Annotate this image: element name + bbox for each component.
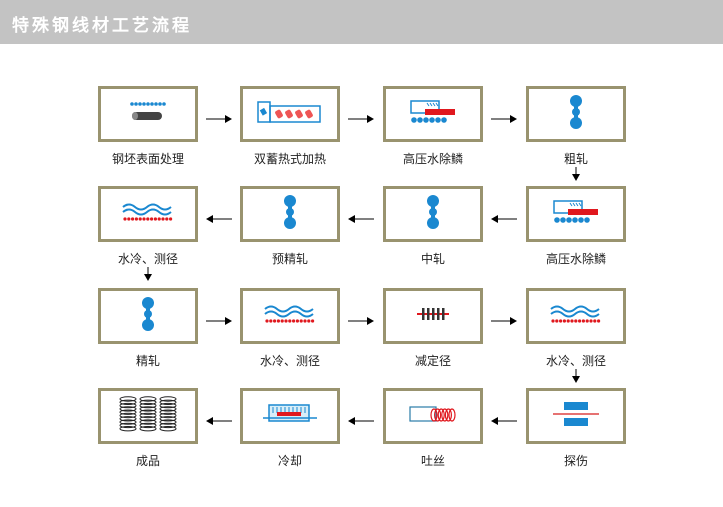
step-box (98, 86, 198, 142)
step-label: 水冷、测径 (545, 354, 606, 368)
water-cooling-icon (263, 303, 317, 329)
sizing-mill-icon (416, 306, 450, 326)
descaling-icon (409, 99, 457, 129)
process-step: 精轧 (98, 288, 198, 369)
step-box (98, 288, 198, 344)
step-label: 高压水除鳞 (402, 152, 463, 166)
step-label: 水冷、测径 (259, 354, 320, 368)
arrow-left-icon (348, 209, 374, 223)
process-step: 吐丝 (383, 388, 483, 469)
page-title: 特殊钢线材工艺流程 (12, 16, 192, 36)
arrow-right-icon (206, 109, 232, 123)
rolling-stand-icon (569, 94, 583, 134)
process-step: 粗轧 (526, 86, 626, 167)
step-box (526, 186, 626, 242)
arrow-left-icon (348, 411, 374, 425)
process-step: 水冷、测径 (98, 186, 198, 267)
descaling-icon (552, 199, 600, 229)
rolling-stand-icon (283, 194, 297, 234)
step-label: 减定径 (414, 354, 451, 368)
step-box (526, 288, 626, 344)
laying-head-icon (408, 404, 458, 428)
process-step: 钢坯表面处理 (98, 86, 198, 167)
step-box (240, 288, 340, 344)
rolling-stand-icon (426, 194, 440, 234)
step-box (383, 288, 483, 344)
arrow-left-icon (491, 411, 517, 425)
arrow-down-icon (571, 166, 581, 181)
step-box (526, 388, 626, 444)
water-cooling-icon (121, 201, 175, 227)
step-box (98, 388, 198, 444)
process-step: 冷却 (240, 388, 340, 469)
process-step: 双蓄热式加热 (240, 86, 340, 167)
step-label: 水冷、测径 (117, 252, 178, 266)
process-step: 成品 (98, 388, 198, 469)
step-label: 精轧 (135, 354, 160, 368)
step-box (383, 388, 483, 444)
arrow-right-icon (491, 109, 517, 123)
process-step: 探伤 (526, 388, 626, 469)
arrow-left-icon (491, 209, 517, 223)
flaw-detection-icon (551, 399, 601, 433)
step-label: 钢坯表面处理 (111, 152, 184, 166)
step-label: 粗轧 (563, 152, 588, 166)
step-box (383, 186, 483, 242)
arrow-left-icon (206, 411, 232, 425)
arrow-right-icon (348, 109, 374, 123)
step-label: 高压水除鳞 (545, 252, 606, 266)
process-step: 高压水除鳞 (383, 86, 483, 167)
step-box (240, 86, 340, 142)
furnace-icon (257, 100, 323, 128)
arrow-down-icon (571, 368, 581, 383)
step-box (98, 186, 198, 242)
arrow-right-icon (491, 311, 517, 325)
step-box (240, 388, 340, 444)
process-step: 预精轧 (240, 186, 340, 267)
billet-icon (128, 100, 168, 128)
step-box (240, 186, 340, 242)
step-label: 预精轧 (271, 252, 308, 266)
arrow-right-icon (348, 311, 374, 325)
arrow-right-icon (206, 311, 232, 325)
arrow-down-icon (143, 266, 153, 281)
process-step: 高压水除鳞 (526, 186, 626, 267)
process-step: 水冷、测径 (240, 288, 340, 369)
arrow-left-icon (206, 209, 232, 223)
step-box (526, 86, 626, 142)
step-label: 成品 (135, 454, 160, 468)
process-step: 中轧 (383, 186, 483, 267)
step-label: 中轧 (420, 252, 445, 266)
step-label: 冷却 (277, 454, 302, 468)
header-bar: 特殊钢线材工艺流程 (0, 0, 723, 44)
step-label: 吐丝 (420, 454, 445, 468)
step-label: 探伤 (563, 454, 588, 468)
process-step: 减定径 (383, 288, 483, 369)
step-box (383, 86, 483, 142)
rolling-stand-icon (141, 296, 155, 336)
cooling-conveyor-icon (263, 403, 317, 429)
water-cooling-icon (549, 303, 603, 329)
process-step: 水冷、测径 (526, 288, 626, 369)
coil-icon (119, 396, 177, 436)
step-label: 双蓄热式加热 (253, 152, 326, 166)
